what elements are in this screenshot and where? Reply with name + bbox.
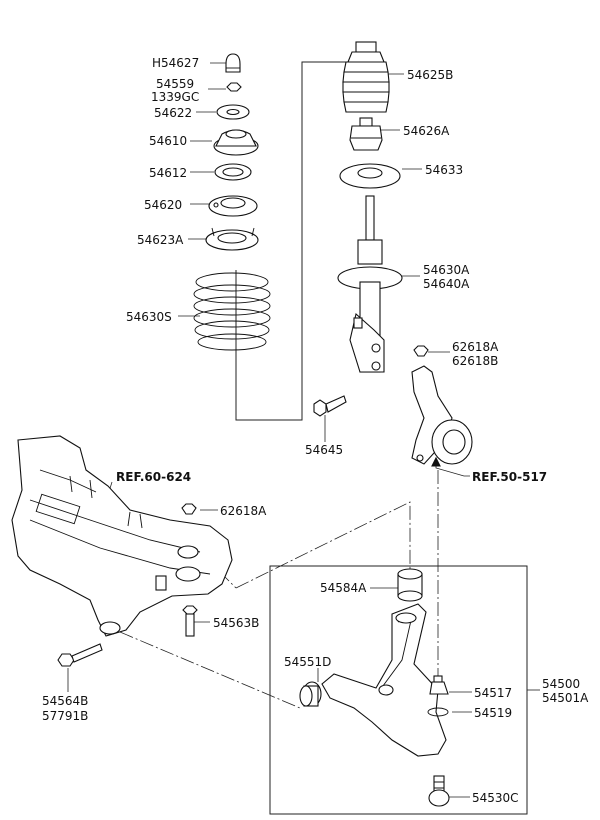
- front-bushing-part: [299, 681, 322, 707]
- label-ball-boot: 54517: [474, 686, 512, 700]
- label-bolt: 54645: [305, 443, 343, 457]
- upper-seat-part: [208, 195, 258, 217]
- label-washer: 54622: [154, 106, 192, 120]
- label-upper-pad: 54623A: [137, 233, 184, 247]
- nut-part: [226, 82, 242, 92]
- label-cap: H54627: [152, 56, 199, 70]
- lower-arm-part: [321, 603, 447, 757]
- knuckle-part: [411, 365, 473, 465]
- rear-bushing-part: [397, 568, 423, 602]
- subframe-bolt-part: [182, 605, 198, 637]
- label-snap-ring: 54519: [474, 706, 512, 720]
- label-front-bolt-a: 54564B: [42, 694, 88, 708]
- label-bumper: 54626A: [403, 124, 450, 138]
- crossmember-part: [11, 435, 233, 637]
- bearing-part: [214, 163, 252, 181]
- snap-ring-part: [427, 707, 449, 717]
- label-mount: 54610: [149, 134, 187, 148]
- ball-boot-part: [429, 675, 449, 695]
- washer-part: [216, 104, 250, 120]
- ball-joint-part: [428, 775, 450, 807]
- label-arm-assy-a: 54500: [542, 677, 580, 691]
- dust-cover-part: [342, 41, 390, 113]
- label-ball-joint: 54530C: [472, 791, 519, 805]
- label-arm-assy-b: 54501A: [542, 691, 589, 705]
- label-nut: 54559: [156, 77, 194, 91]
- label-dust-cover: 54625B: [407, 68, 453, 82]
- label-front-bushing: 54551D: [284, 655, 331, 669]
- label-spring: 54630S: [126, 310, 172, 324]
- upper-pad-part: [205, 227, 259, 251]
- label-bearing: 54612: [149, 166, 187, 180]
- label-subframe-bolt: 54563B: [213, 616, 259, 630]
- mount-part: [213, 129, 259, 156]
- coil-spring-part: [193, 272, 271, 351]
- ref-crossmember: REF.60-624: [116, 470, 191, 484]
- label-front-bolt-b: 57791B: [42, 709, 88, 723]
- bump-stop-part: [349, 117, 383, 151]
- strut-assembly-part: [337, 195, 403, 373]
- label-lower-pad: 54633: [425, 163, 463, 177]
- strut-group-bracket: [235, 61, 352, 421]
- label-knuckle-nut-a: 62618A: [452, 340, 499, 354]
- front-bolt-part: [57, 643, 103, 667]
- label-subframe-nut: 62618A: [220, 504, 267, 518]
- label-rear-bushing: 54584A: [320, 581, 367, 595]
- bolt-part: [313, 395, 347, 417]
- label-knuckle-nut-b: 62618B: [452, 354, 498, 368]
- label-strut-b: 54640A: [423, 277, 470, 291]
- label-strut-a: 54630A: [423, 263, 470, 277]
- label-nut-b: 1339GC: [151, 90, 199, 104]
- ref-hub: REF.50-517: [472, 470, 547, 484]
- knuckle-nut-part: [413, 345, 429, 357]
- lower-pad-part: [339, 163, 401, 189]
- label-upper-seat: 54620: [144, 198, 182, 212]
- cap-part: [225, 53, 241, 73]
